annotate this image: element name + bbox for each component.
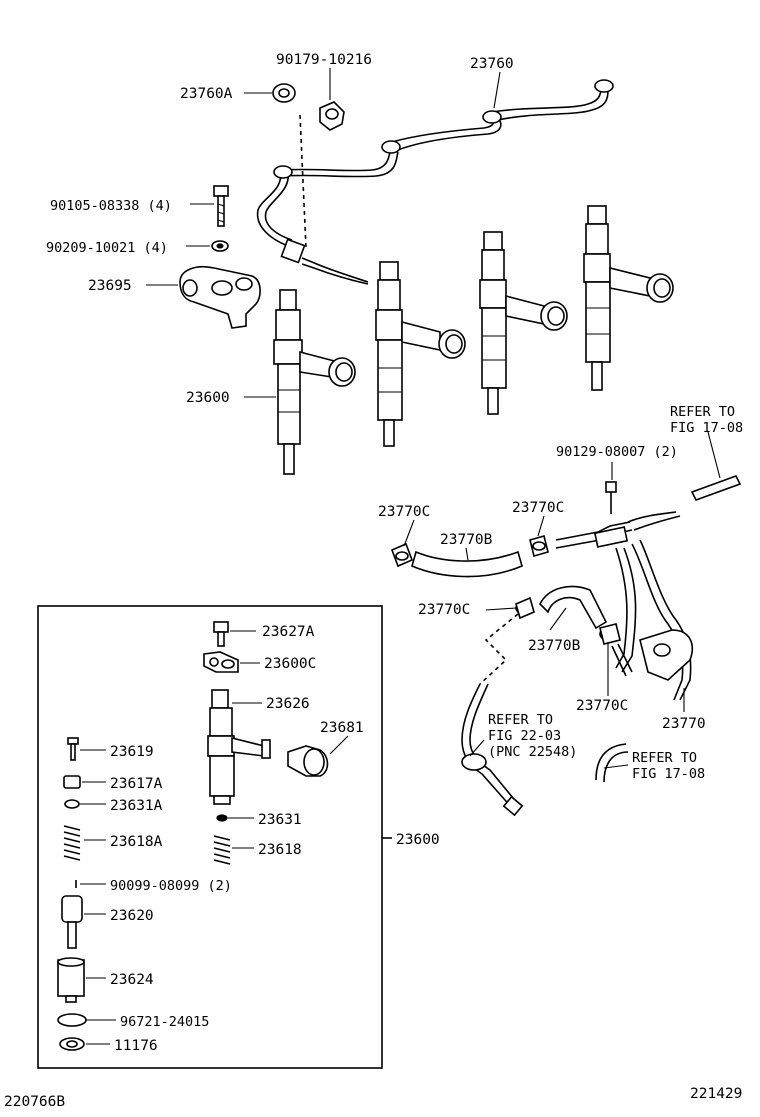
leader-lines (80, 68, 721, 1045)
guide-line (299, 114, 307, 249)
label-23770C-2: 23770C (512, 500, 564, 516)
label-23770B-2: 23770B (528, 638, 581, 654)
label-90099-08099: 90099-08099 (2) (110, 878, 232, 894)
injector-2 (375, 261, 466, 447)
label-90209-10021: 90209-10021 (4) (46, 240, 168, 256)
label-11176: 11176 (114, 1038, 158, 1054)
injection-pipe-23760 (256, 79, 614, 285)
corner-code-right: 221429 (690, 1086, 742, 1102)
label-23770C-1: 23770C (378, 504, 430, 520)
assembly-box (37, 605, 383, 1069)
spring-23618A (63, 825, 81, 861)
nozzle-23620 (61, 895, 83, 949)
washer-23760A (272, 83, 296, 103)
label-90105-08338: 90105-08338 (4) (50, 198, 172, 214)
return-hose-23770B-upper (411, 550, 523, 578)
label-23618A: 23618A (110, 834, 163, 850)
clamp-23600C (203, 651, 239, 673)
label-23600-box: 23600 (396, 832, 440, 848)
label-23617A: 23617A (110, 776, 163, 792)
injector-4 (583, 205, 674, 391)
pipe-to-fig-22-03 (461, 613, 524, 817)
hose-to-fig-17-08-bottom (595, 743, 629, 783)
pin-23619 (67, 737, 79, 761)
label-96721-24015: 96721-24015 (120, 1014, 209, 1030)
gasket-11176 (59, 1037, 85, 1051)
clip-23770C-lower-left (515, 596, 535, 620)
label-23770: 23770 (662, 716, 706, 732)
label-23760A: 23760A (180, 86, 233, 102)
label-refer-22-03-a: REFER TO (488, 712, 553, 728)
label-refer-22-03-c: (PNC 22548) (488, 744, 577, 760)
label-refer-17-08-top-a: REFER TO (670, 404, 735, 420)
nut-23624 (57, 957, 85, 1003)
label-23620: 23620 (110, 908, 154, 924)
washer-23617A (63, 775, 81, 789)
washer-23631 (216, 814, 228, 822)
label-refer-17-08-bottom-a: REFER TO (632, 750, 697, 766)
o-ring-96721-24015 (57, 1013, 87, 1027)
screw-90129-08007 (605, 481, 617, 514)
label-90129-08007: 90129-08007 (2) (556, 444, 678, 460)
clip-23770C-left (390, 542, 414, 568)
bolt-90105-08338 (213, 185, 229, 227)
labels: 90179-10216 23760 23760A 90105-08338 (4)… (4, 52, 743, 1110)
label-refer-17-08-bottom-b: FIG 17-08 (632, 766, 705, 782)
cap-23681 (287, 745, 329, 777)
washer-23631A (64, 799, 80, 809)
label-23631A: 23631A (110, 798, 163, 814)
corner-code-left: 220766B (4, 1094, 65, 1110)
label-23624: 23624 (110, 972, 154, 988)
label-23770B-1: 23770B (440, 532, 493, 548)
washer-90209-10021 (211, 240, 229, 252)
label-refer-22-03-b: FIG 22-03 (488, 728, 561, 744)
label-23681: 23681 (320, 720, 364, 736)
short-pipe-lower (611, 643, 633, 677)
clip-23770C-lower (599, 623, 621, 645)
label-90179-10216: 90179-10216 (276, 52, 372, 68)
label-refer-17-08-top-b: FIG 17-08 (670, 420, 743, 436)
bolt-23627A (213, 621, 229, 647)
spring-23618 (213, 835, 231, 865)
clip-23770C-mid (529, 535, 549, 557)
injector-3 (479, 231, 568, 415)
label-23695: 23695 (88, 278, 132, 294)
label-23600C: 23600C (264, 656, 316, 672)
injector-1 (273, 289, 356, 475)
label-23770C-4: 23770C (576, 698, 628, 714)
label-23760: 23760 (470, 56, 514, 72)
return-hose-23770B-lower (539, 585, 608, 630)
label-23631: 23631 (258, 812, 302, 828)
label-23770C-3: 23770C (418, 602, 470, 618)
injector-body-23626 (207, 689, 271, 805)
hose-to-fig-17-08-top (690, 475, 742, 501)
nut-90179-10216 (319, 101, 345, 131)
return-pipe-23770 (555, 511, 694, 701)
label-23619: 23619 (110, 744, 154, 760)
label-23618: 23618 (258, 842, 302, 858)
label-23626: 23626 (266, 696, 310, 712)
label-23627A: 23627A (262, 624, 315, 640)
clamp-23695 (179, 266, 261, 329)
label-23600-upper: 23600 (186, 390, 230, 406)
